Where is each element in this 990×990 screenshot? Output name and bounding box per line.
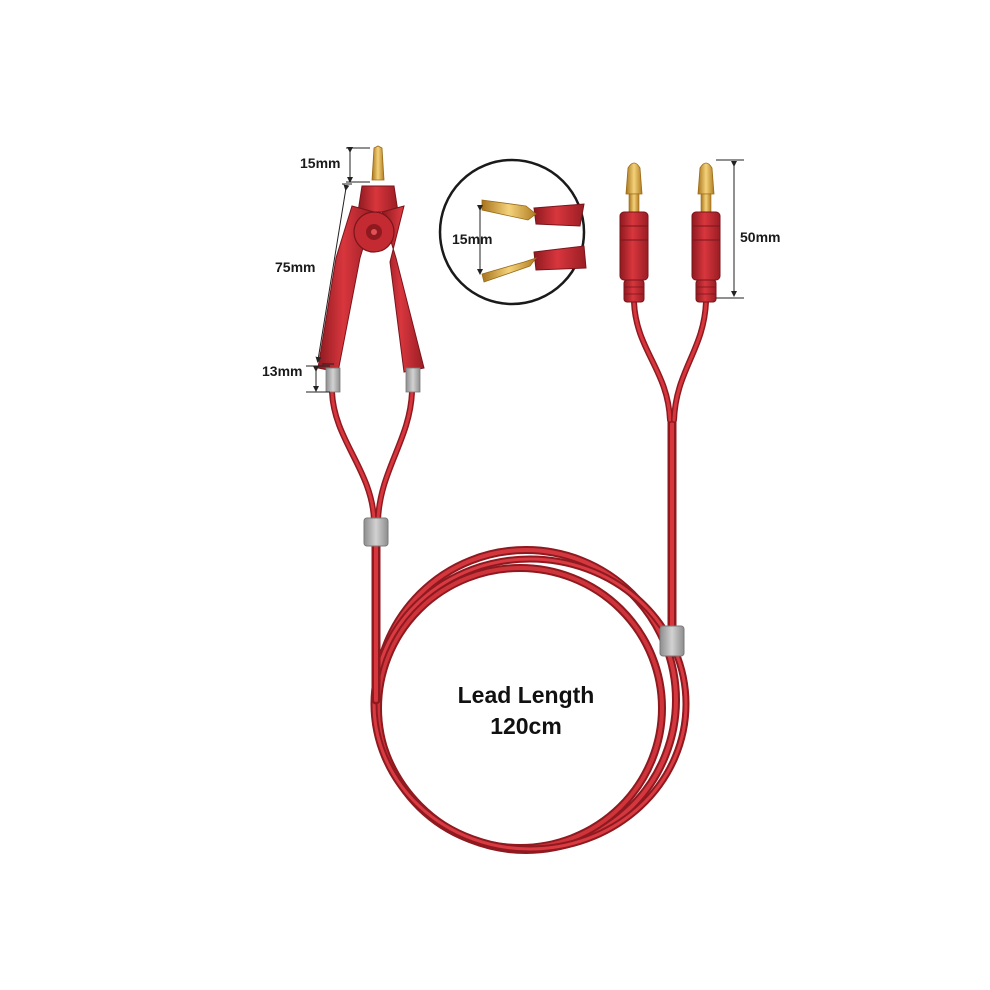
dimension-plug	[716, 159, 744, 299]
banana-plug-left	[619, 162, 649, 303]
cable-sleeve	[659, 625, 685, 657]
kelvin-clip	[317, 145, 425, 393]
tip-gap-label: 15mm	[452, 231, 492, 247]
clip-length-label: 75mm	[275, 259, 315, 275]
lead-length-value: 120cm	[490, 713, 562, 739]
banana-plug-right	[691, 162, 721, 303]
tip-length-label: 15mm	[300, 155, 340, 171]
lead-length-title: Lead Length	[458, 682, 595, 708]
tip-detail-circle	[438, 158, 587, 306]
plug-length-label: 50mm	[740, 229, 780, 245]
sleeve-length-label: 13mm	[262, 363, 302, 379]
cable-sleeve	[363, 517, 389, 547]
dimension-clip	[315, 183, 352, 365]
plug-cable	[631, 299, 709, 635]
dimension-sleeve	[306, 365, 330, 393]
clip-cable	[329, 389, 415, 705]
dimension-tip	[346, 147, 370, 183]
